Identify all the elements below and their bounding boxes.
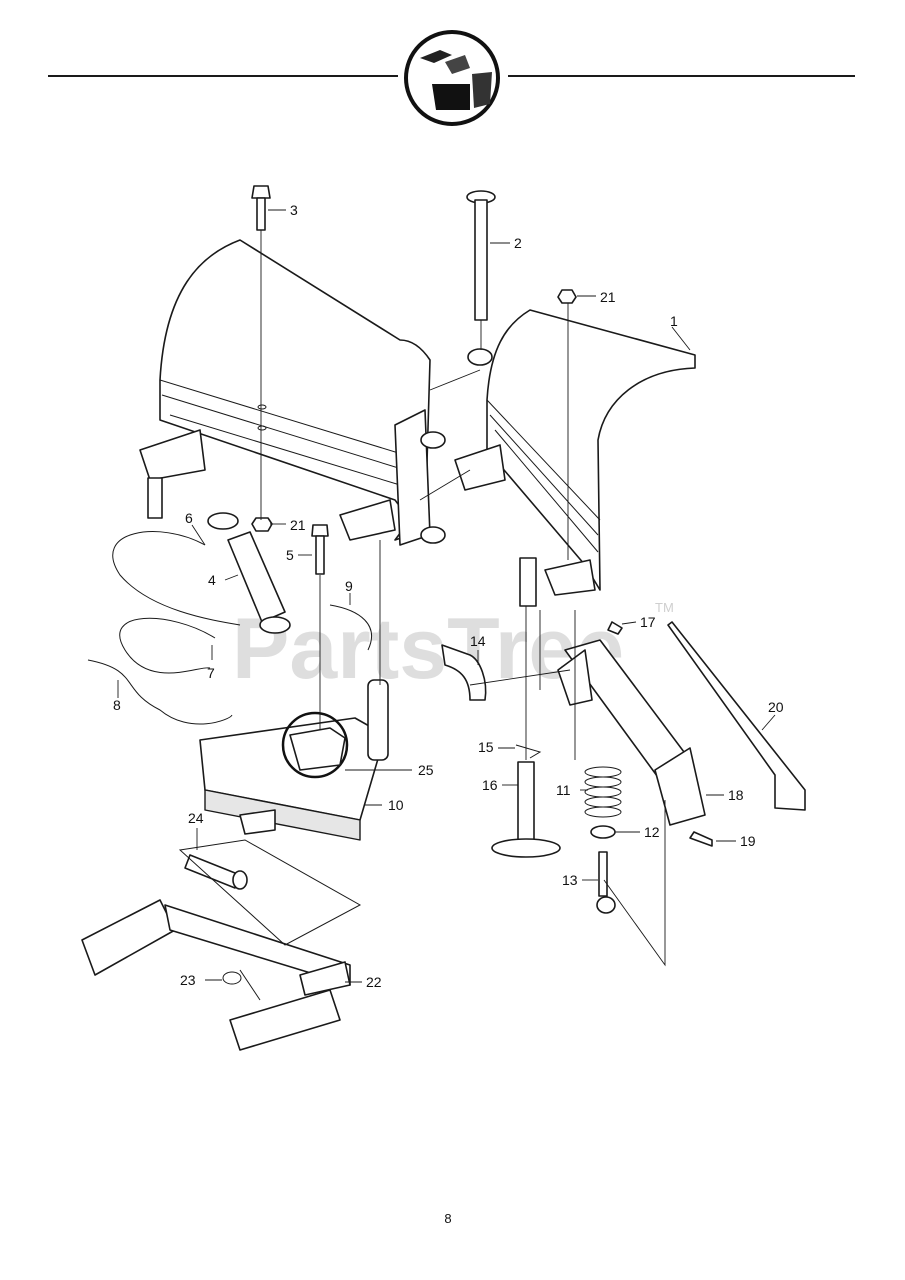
bolt-5 — [311, 524, 329, 575]
cylinder-4 — [207, 512, 291, 634]
callout-24: 24 — [188, 810, 204, 826]
callout-13: 13 — [562, 872, 578, 888]
clip-23 — [222, 971, 242, 985]
callout-23: 23 — [180, 972, 196, 988]
callout-10: 10 — [388, 797, 404, 813]
spring-11 — [584, 766, 622, 818]
callout-1: 1 — [670, 313, 678, 329]
hose-9 — [329, 604, 373, 651]
nut-21-lower — [251, 517, 273, 532]
watermark-tm: TM — [655, 600, 674, 615]
page-number: 8 — [444, 1211, 451, 1226]
callout-18: 18 — [728, 787, 744, 803]
skid-20 — [667, 621, 806, 811]
bolt-3 — [251, 185, 271, 231]
frame-22 — [81, 899, 351, 1051]
pin-15 — [515, 744, 542, 759]
callout-21-lower: 21 — [290, 517, 306, 533]
pin-2 — [466, 190, 496, 321]
bolt-19 — [689, 831, 713, 847]
callout-leaders — [117, 209, 776, 983]
pin-24 — [184, 854, 248, 890]
callout-21-top: 21 — [600, 289, 616, 305]
hose-8 — [87, 659, 233, 725]
stand-tube — [519, 557, 537, 607]
callout-5: 5 — [286, 547, 294, 563]
watermark-text: PartsTree — [232, 601, 624, 697]
callout-7: 7 — [207, 665, 215, 681]
hose-6 — [112, 531, 241, 626]
snow-blade-icon — [404, 30, 500, 126]
eyebolt-13 — [596, 851, 616, 914]
valve-25 — [281, 711, 349, 779]
callout-11: 11 — [556, 782, 571, 798]
callout-12: 12 — [644, 824, 660, 840]
callout-17: 17 — [640, 614, 656, 630]
callout-22: 22 — [366, 974, 382, 990]
callout-3: 3 — [290, 202, 298, 218]
callout-9: 9 — [345, 578, 353, 594]
callout-19: 19 — [740, 833, 756, 849]
bracket-14 — [441, 644, 487, 701]
callout-8: 8 — [113, 697, 121, 713]
callout-20: 20 — [768, 699, 784, 715]
nut-21-top — [557, 289, 577, 304]
callout-16: 16 — [482, 777, 498, 793]
hose-7 — [119, 617, 216, 674]
bolt-17 — [607, 621, 623, 635]
washer-12 — [590, 825, 616, 839]
callout-25: 25 — [418, 762, 434, 778]
arm-18 — [557, 639, 706, 826]
callout-2: 2 — [514, 235, 522, 251]
blade-right — [454, 309, 696, 596]
callout-14: 14 — [470, 633, 486, 649]
mount-10 — [199, 679, 389, 841]
callout-6: 6 — [185, 510, 193, 526]
blade-left — [139, 239, 446, 546]
callout-15: 15 — [478, 739, 494, 755]
mount-plane — [178, 839, 362, 946]
callout-4: 4 — [208, 572, 216, 588]
stand-16 — [491, 761, 561, 858]
